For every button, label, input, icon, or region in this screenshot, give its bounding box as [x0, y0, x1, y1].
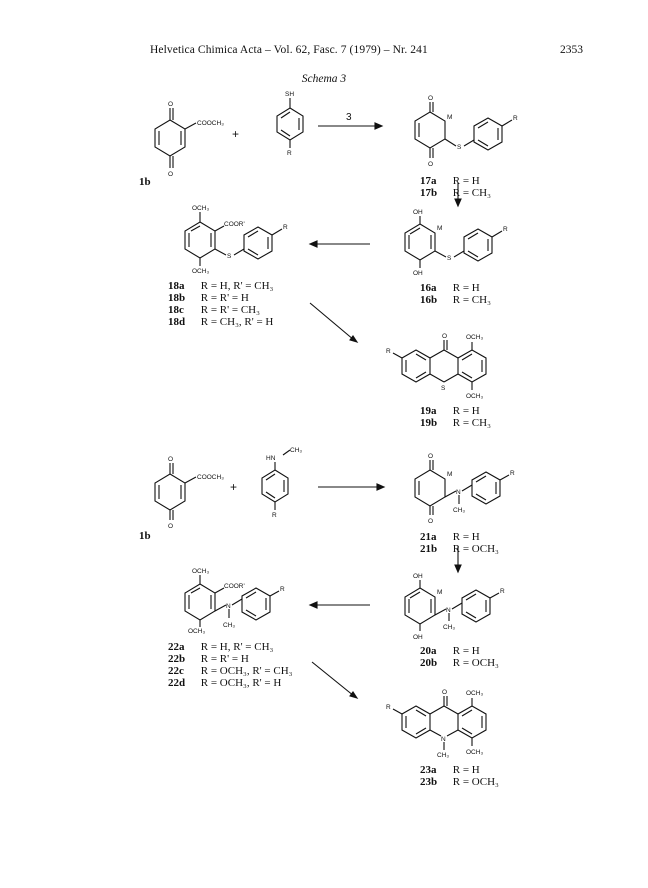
ester-label: COOR': [224, 583, 245, 590]
methyl-label: CH₃: [223, 622, 235, 629]
ester-label: COOR': [224, 221, 245, 228]
oxygen-label: O: [428, 161, 433, 168]
compound-label-19b: 19b R = CH₃: [420, 417, 491, 429]
structure-n-methylaniline: HN CH₃ R: [261, 447, 302, 519]
methyl-label: CH₃: [290, 447, 302, 454]
structure-1b-top: O O COOCH₃: [154, 101, 224, 178]
plus-sign: +: [230, 480, 237, 494]
plus-sign: +: [232, 127, 239, 141]
oxygen-label: O: [428, 95, 433, 102]
r-group-label: R: [503, 226, 508, 233]
nitrogen-label: N: [456, 489, 461, 496]
compound-label-17a: 17a R = H: [420, 175, 480, 187]
nitrogen-label: N: [441, 736, 446, 743]
compound-label-22b: 22b R = R' = H: [168, 653, 249, 665]
structure-21: O O M N CH₃ R: [414, 453, 515, 525]
hydroxyl-label: OH: [413, 209, 423, 216]
oxygen-label: O: [428, 453, 433, 460]
sulfur-label: S: [441, 385, 446, 392]
r-group-label: R: [280, 586, 285, 593]
methoxy-label: OCH₃: [466, 749, 483, 756]
compound-label-22a: 22a R = H, R' = CH₃: [168, 641, 274, 653]
structure-23: O N CH₃ OCH₃ OCH₃ R: [386, 689, 487, 759]
oxygen-label: O: [168, 456, 173, 463]
compound-label-21a: 21a R = H: [420, 531, 480, 543]
compound-label-18b: 18b R = R' = H: [168, 292, 249, 304]
reaction-arrow: [311, 661, 355, 697]
r-group-label: R: [287, 150, 292, 157]
page-number: 2353: [560, 44, 583, 56]
structure-19: O S OCH₃ OCH₃ R: [386, 333, 487, 400]
sulfur-label: S: [447, 255, 452, 262]
oxygen-label: O: [168, 523, 173, 530]
m-label: M: [447, 471, 452, 478]
compound-label-1b: 1b: [139, 176, 151, 188]
compound-label-18c: 18c R = R' = CH₃: [168, 304, 260, 316]
hydroxyl-label: OH: [413, 634, 423, 641]
sulfur-label: S: [227, 253, 232, 260]
reagent-label: 3: [346, 112, 352, 123]
compound-label-18a: 18a R = H, R' = CH₃: [168, 280, 274, 292]
compound-label-23a: 23a R = H: [420, 764, 480, 776]
r-group-label: R: [283, 224, 288, 231]
structure-16: OH OH M S R: [404, 209, 508, 277]
compound-label-20b: 20b R = OCH₃: [420, 657, 499, 669]
r-group-label: R: [386, 348, 391, 355]
methyl-label: CH₃: [443, 624, 455, 631]
compound-label-17b: 17b R = CH₃: [420, 187, 491, 199]
ester-label: COOCH₃: [197, 474, 224, 481]
amine-label: HN: [266, 455, 276, 462]
thiol-label: SH: [285, 91, 294, 98]
compound-label-1b-second: 1b: [139, 530, 151, 542]
methyl-label: CH₃: [453, 507, 465, 514]
compound-label-19a: 19a R = H: [420, 405, 480, 417]
sulfur-label: S: [457, 144, 462, 151]
oxygen-label: O: [428, 518, 433, 525]
structure-22: OCH₃ OCH₃ COOR' N CH₃ R: [184, 568, 285, 635]
compound-label-22d: 22d R = OCH₃, R' = H: [168, 677, 282, 689]
methoxy-label: OCH₃: [466, 334, 483, 341]
r-group-label: R: [510, 470, 515, 477]
r-group-label: R: [386, 704, 391, 711]
nitrogen-label: N: [226, 603, 231, 610]
nitrogen-label: N: [446, 607, 451, 614]
compound-label-21b: 21b R = OCH₃: [420, 543, 499, 555]
methoxy-label: OCH₃: [192, 205, 209, 212]
hydroxyl-label: OH: [413, 573, 423, 580]
hydroxyl-label: OH: [413, 270, 423, 277]
m-label: M: [437, 225, 442, 232]
structure-17: O O M S R: [414, 95, 518, 168]
methoxy-label: OCH₃: [192, 268, 209, 275]
methoxy-label: OCH₃: [192, 568, 209, 575]
r-group-label: R: [513, 115, 518, 122]
m-label: M: [437, 589, 442, 596]
oxygen-label: O: [442, 689, 447, 696]
structure-1b-bottom: O O COOCH₃: [154, 456, 224, 530]
compound-label-22c: 22c R = OCH₃, R' = CH₃: [168, 665, 293, 677]
r-group-label: R: [272, 512, 277, 519]
schema-title: Schema 3: [301, 73, 347, 85]
r-group-label: R: [500, 588, 505, 595]
compound-label-16a: 16a R = H: [420, 282, 480, 294]
compound-label-23b: 23b R = OCH₃: [420, 776, 499, 788]
methoxy-label: OCH₃: [188, 628, 205, 635]
reaction-arrow: [309, 302, 355, 341]
methoxy-label: OCH₃: [466, 690, 483, 697]
oxygen-label: O: [168, 171, 173, 178]
compound-label-16b: 16b R = CH₃: [420, 294, 491, 306]
ester-label: COOCH₃: [197, 120, 224, 127]
structure-thiophenol: SH R: [276, 91, 304, 157]
oxygen-label: O: [442, 333, 447, 340]
oxygen-label: O: [168, 101, 173, 108]
compound-label-20a: 20a R = H: [420, 645, 480, 657]
structure-20: OH OH M N CH₃ R: [404, 573, 505, 641]
structure-18: OCH₃ OCH₃ COOR' S R: [184, 205, 288, 275]
compound-label-18d: 18d R = CH₃, R' = H: [168, 316, 274, 328]
methyl-label: CH₃: [437, 752, 449, 759]
m-label: M: [447, 114, 452, 121]
methoxy-label: OCH₃: [466, 393, 483, 400]
journal-header: Helvetica Chimica Acta – Vol. 62, Fasc. …: [150, 44, 428, 56]
